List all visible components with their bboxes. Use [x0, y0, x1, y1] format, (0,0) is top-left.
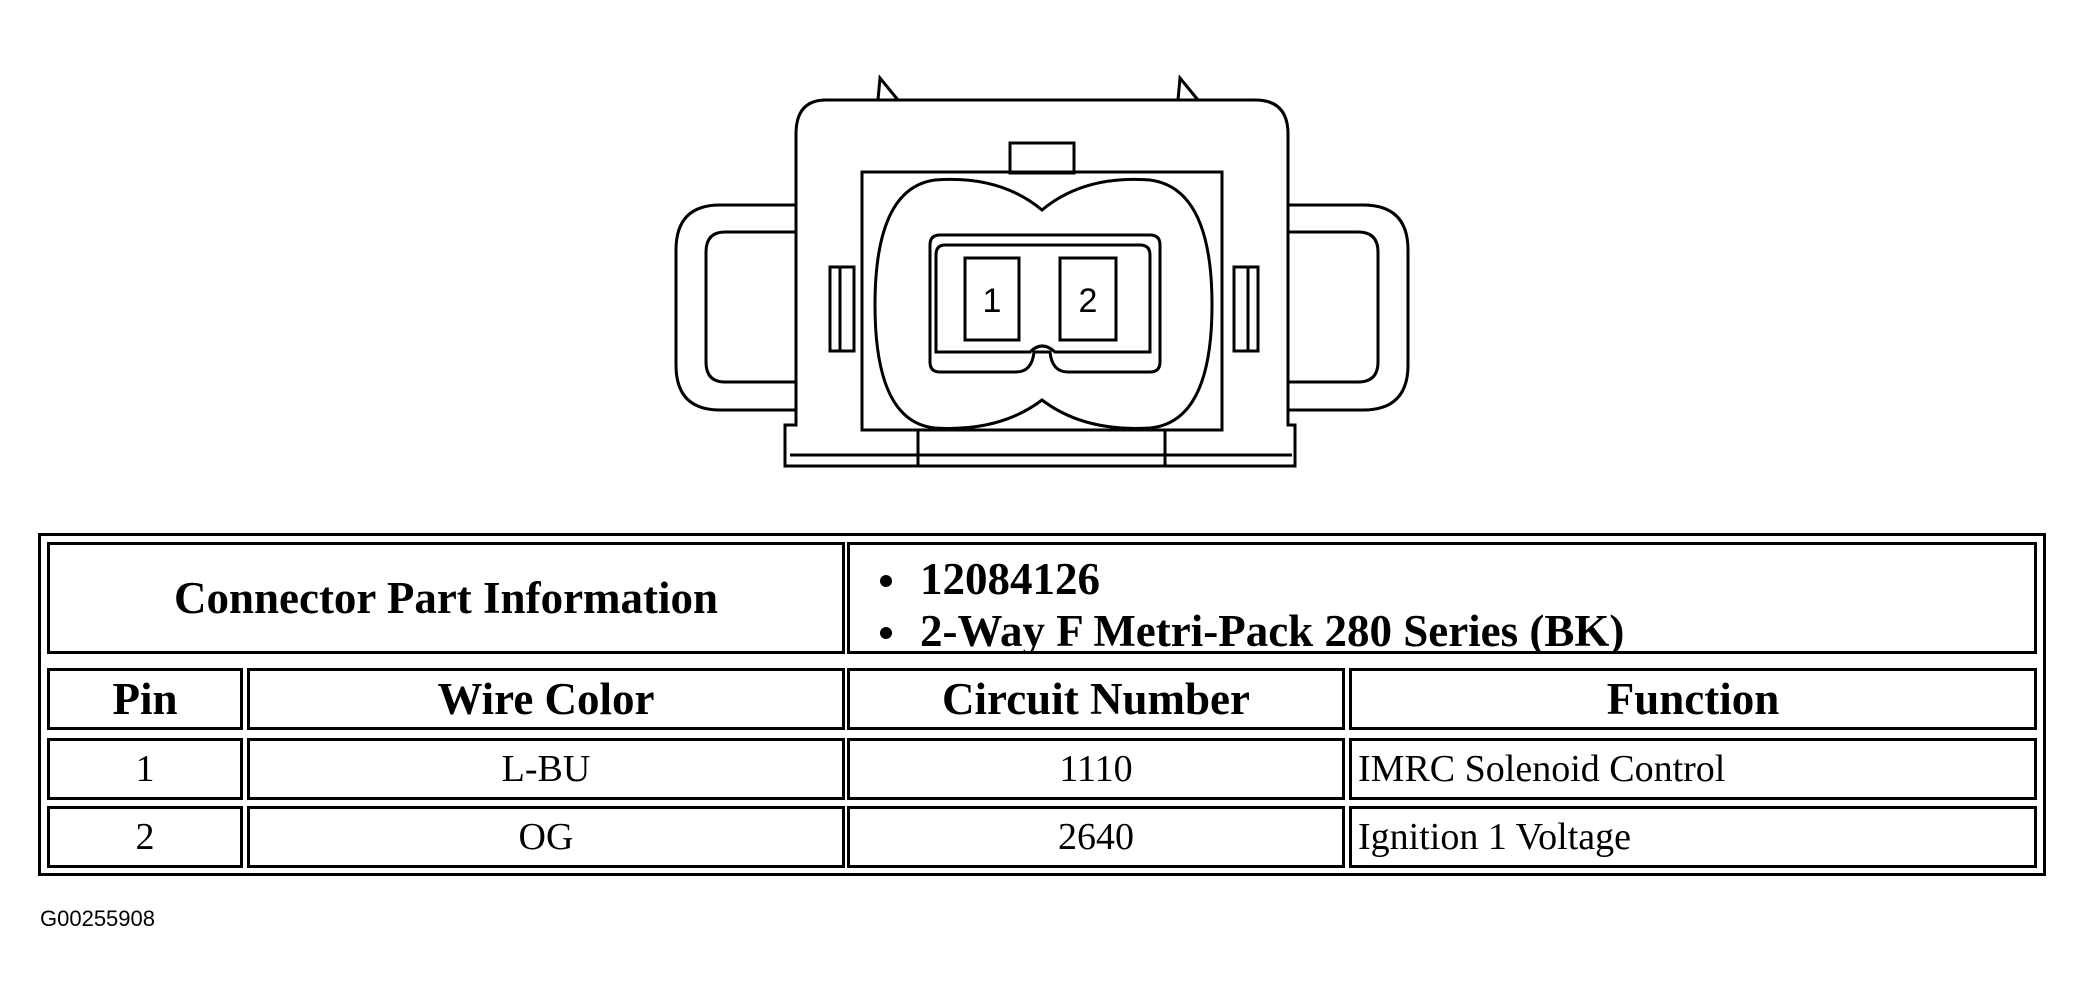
inner-face	[860, 170, 1224, 432]
part-info-label: Connector Part Information	[47, 542, 845, 654]
table-row-1-wire-color: L-BU	[247, 738, 845, 800]
figure-id: G00255908	[40, 906, 155, 931]
table-row-2-pin: 2	[47, 806, 243, 868]
table-row-1-pin: 1	[47, 738, 243, 800]
latch-tab-right	[1176, 74, 1200, 101]
cavity-outline	[873, 177, 1214, 430]
pin-label-2: 2	[1079, 282, 1098, 320]
side-latch-left	[674, 203, 796, 412]
key-tab	[1008, 141, 1076, 175]
column-header-wire-color: Wire Color	[247, 668, 845, 730]
pin-box-2	[1058, 256, 1118, 342]
column-header-circuit-number: Circuit Number	[847, 668, 1345, 730]
table-row-2-function: Ignition 1 Voltage	[1349, 806, 2037, 868]
pin-label-1: 1	[983, 282, 1002, 320]
latch-tab-left	[876, 74, 900, 101]
connector-info-table: Connector Part Information 12084126 2-Wa…	[38, 533, 2046, 876]
side-latch-right	[1288, 203, 1410, 412]
column-header-pin: Pin	[47, 668, 243, 730]
part-description: 2-Way F Metri-Pack 280 Series (BK)	[880, 605, 2034, 651]
outer-housing	[783, 98, 1297, 468]
table-row-2-wire-color: OG	[247, 806, 845, 868]
column-header-function: Function	[1349, 668, 2037, 730]
part-number: 12084126	[880, 553, 2034, 605]
part-info-list: 12084126 2-Way F Metri-Pack 280 Series (…	[847, 542, 2037, 654]
table-row-1-circuit: 1110	[847, 738, 1345, 800]
table-row-2-circuit: 2640	[847, 806, 1345, 868]
table-row-1-function: IMRC Solenoid Control	[1349, 738, 2037, 800]
pin-box-1	[963, 256, 1021, 342]
